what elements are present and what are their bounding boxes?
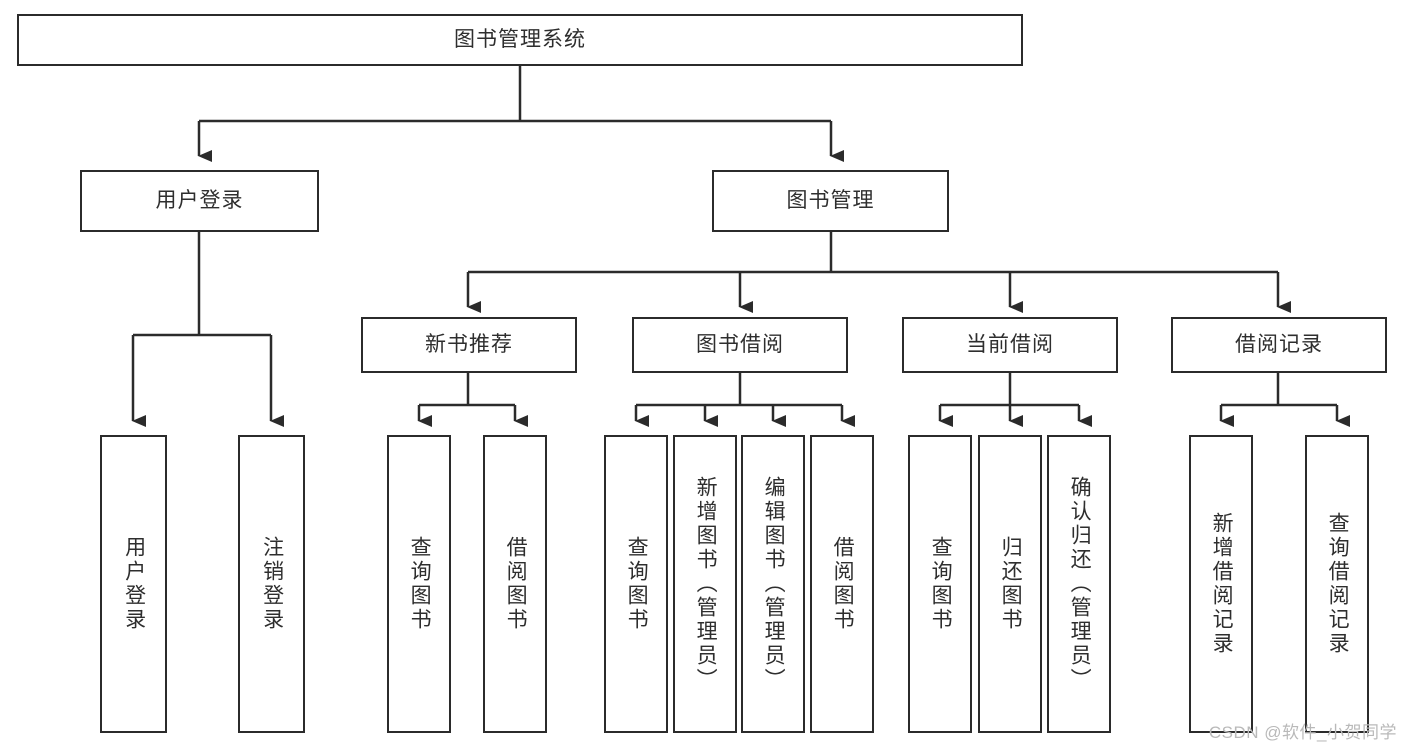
leaf-logout-login[interactable]: 注销登录 [238,435,305,733]
node-user-login[interactable]: 用户登录 [80,170,319,232]
leaf-return-book[interactable]: 归还图书 [978,435,1042,733]
node-current-borrow[interactable]: 当前借阅 [902,317,1118,373]
leaf-borrow-book-2-label: 借阅图书 [831,536,855,632]
node-new-book-recommend[interactable]: 新书推荐 [361,317,577,373]
leaf-borrow-book-1-label: 借阅图书 [504,536,528,632]
node-book-borrow-label: 图书借阅 [696,333,784,357]
node-new-book-recommend-label: 新书推荐 [425,333,513,357]
leaf-confirm-return-admin-label: 确认归还（管理员） [1068,476,1092,692]
leaf-query-book-2-label: 查询图书 [625,536,649,632]
leaf-add-borrow-record[interactable]: 新增借阅记录 [1189,435,1253,733]
leaf-add-book-admin-label: 新增图书（管理员） [694,476,718,692]
leaf-query-borrow-record-label: 查询借阅记录 [1326,512,1350,656]
leaf-query-book-2[interactable]: 查询图书 [604,435,668,733]
watermark: CSDN @软件_小贺同学 [1208,723,1397,742]
node-current-borrow-label: 当前借阅 [966,333,1054,357]
node-user-login-label: 用户登录 [155,189,244,213]
node-borrow-record[interactable]: 借阅记录 [1171,317,1387,373]
leaf-query-book-3[interactable]: 查询图书 [908,435,972,733]
leaf-borrow-book-1[interactable]: 借阅图书 [483,435,547,733]
leaf-query-book-1[interactable]: 查询图书 [387,435,451,733]
leaf-borrow-book-2[interactable]: 借阅图书 [810,435,874,733]
node-book-borrow[interactable]: 图书借阅 [632,317,848,373]
leaf-logout-login-label: 注销登录 [260,536,284,632]
leaf-query-borrow-record[interactable]: 查询借阅记录 [1305,435,1369,733]
leaf-edit-book-admin-label: 编辑图书（管理员） [762,476,786,692]
leaf-add-borrow-record-label: 新增借阅记录 [1210,512,1234,656]
leaf-confirm-return-admin[interactable]: 确认归还（管理员） [1047,435,1111,733]
node-book-manage[interactable]: 图书管理 [712,170,949,232]
node-root[interactable]: 图书管理系统 [17,14,1023,66]
leaf-user-login-label: 用户登录 [122,536,146,632]
node-root-label: 图书管理系统 [454,28,586,52]
leaf-add-book-admin[interactable]: 新增图书（管理员） [673,435,737,733]
leaf-query-book-1-label: 查询图书 [408,536,432,632]
leaf-edit-book-admin[interactable]: 编辑图书（管理员） [741,435,805,733]
leaf-user-login[interactable]: 用户登录 [100,435,167,733]
leaf-query-book-3-label: 查询图书 [929,536,953,632]
node-borrow-record-label: 借阅记录 [1235,333,1323,357]
leaf-return-book-label: 归还图书 [999,536,1023,632]
node-book-manage-label: 图书管理 [786,189,875,213]
